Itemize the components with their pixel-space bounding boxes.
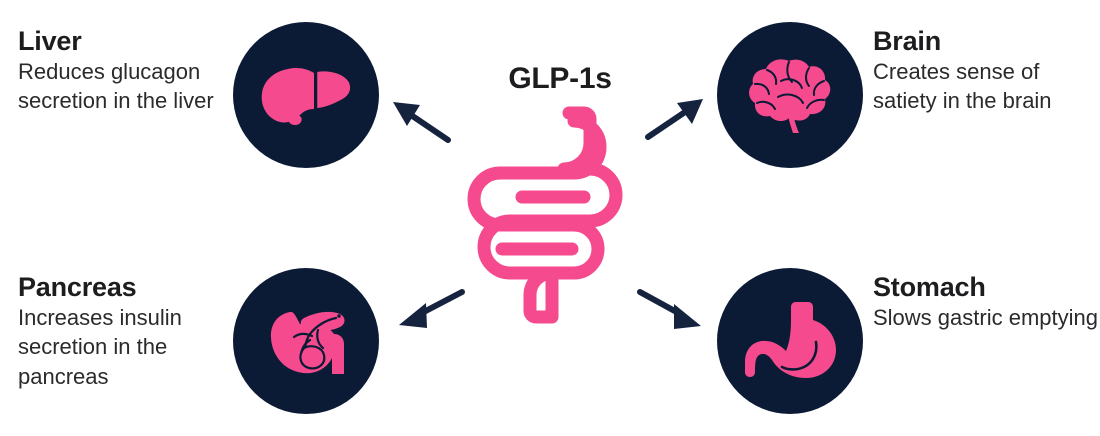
liver-icon (261, 68, 351, 125)
label-block-stomach: Stomach Slows gastric emptying (873, 272, 1098, 332)
intestine-icon (467, 106, 623, 324)
label-block-liver: Liver Reduces glucagon secretion in the … (18, 26, 243, 116)
brain-title: Brain (873, 26, 942, 56)
stomach-title: Stomach (873, 272, 986, 302)
center-title: GLP-1s (508, 62, 612, 95)
stomach-icon (745, 302, 836, 378)
brain-description: Creates sense of satiety in the brain (873, 59, 1052, 114)
arrow-to-liver-icon (393, 102, 451, 143)
stomach-description: Slows gastric emptying (873, 305, 1098, 331)
liver-title: Liver (18, 26, 82, 56)
arrow-to-brain-icon (645, 99, 703, 140)
organ-circle-pancreas[interactable] (233, 268, 379, 414)
label-block-brain: Brain Creates sense of satiety in the br… (873, 26, 1098, 116)
pancreas-description: Increases insulin secretion in the pancr… (18, 305, 182, 389)
pancreas-icon (270, 311, 345, 374)
organ-circle-liver[interactable] (233, 22, 379, 168)
brain-icon (749, 59, 831, 133)
organ-circle-stomach[interactable] (717, 268, 863, 414)
pancreas-title: Pancreas (18, 272, 137, 302)
organ-circle-brain[interactable] (717, 22, 863, 168)
liver-description: Reduces glucagon secretion in the liver (18, 59, 214, 114)
label-block-pancreas: Pancreas Increases insulin secretion in … (18, 272, 243, 391)
